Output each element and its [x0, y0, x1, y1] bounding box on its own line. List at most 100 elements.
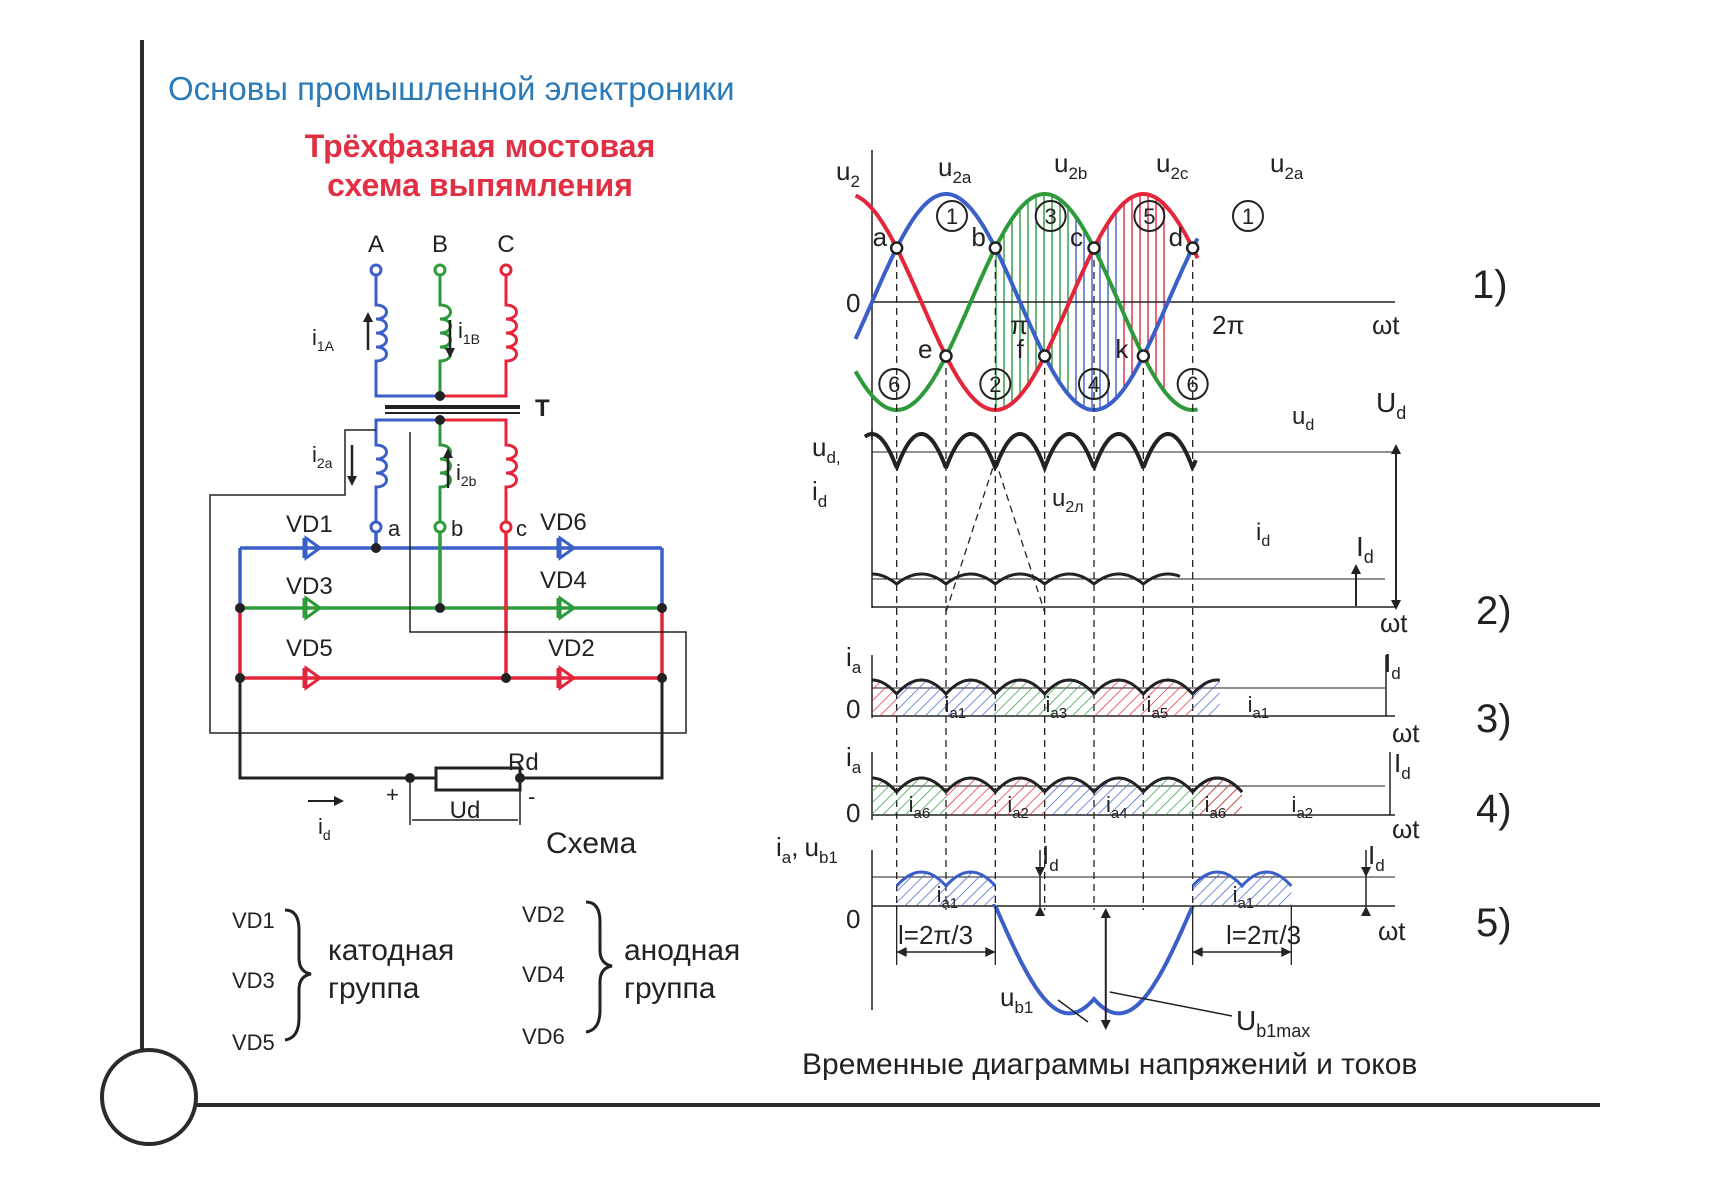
diode-label-vd2: VD2 — [548, 635, 595, 662]
phase-label-a: A — [368, 231, 384, 258]
primary-winding-c — [440, 275, 518, 398]
current-pulse-outline — [1191, 870, 1293, 889]
secondary-winding-c — [440, 418, 518, 522]
panel5-ub1-label: ub1 — [1000, 982, 1033, 1017]
panel3-Id-label: Id — [1384, 648, 1401, 683]
group-legend: VD1 VD3 VD5 катодная группа VD2 VD4 VD6 … — [232, 900, 740, 1055]
circled-number-upper-text: 5 — [1143, 204, 1155, 229]
current-pulse-fill — [1044, 778, 1144, 815]
node-load-minus — [515, 773, 525, 783]
panel-number-5: 5) — [1476, 901, 1512, 945]
circled-number-lower-text: 6 — [888, 372, 900, 397]
current-pulse-fill — [1192, 872, 1292, 906]
diode-vd5 — [302, 665, 323, 691]
panel4-pulse-label: ia6 — [1205, 792, 1227, 822]
curve-label-u2a-1: u2a — [938, 152, 972, 187]
tap-a — [369, 520, 383, 534]
diode-vd4 — [556, 595, 577, 621]
tap-label-c: c — [516, 516, 527, 541]
circled-number-upper-text: 1 — [1242, 204, 1254, 229]
panel2-x-label: ωt — [1380, 608, 1408, 638]
panel5-Id-label-1: Id — [1042, 840, 1059, 875]
timing-caption: Временные диаграммы напряжений и токов — [802, 1048, 1417, 1081]
panel1-hatched-region — [1118, 194, 1168, 396]
current-pulse-fill — [995, 680, 1094, 716]
panel-number-1: 1) — [1472, 263, 1508, 307]
circled-number-lower-text: 6 — [1187, 372, 1199, 397]
current-pulse-outline — [1197, 776, 1244, 793]
panel4-zero: 0 — [846, 798, 860, 828]
cathode-item-1: VD1 — [232, 908, 275, 933]
panel3-zero: 0 — [846, 694, 860, 724]
current-pulse-fill — [896, 872, 996, 906]
panel2-ud-curve-label: ud — [1292, 403, 1314, 434]
commutation-point-a — [889, 241, 904, 255]
panel2-Ud-label: Ud — [1376, 387, 1406, 423]
node-b — [435, 603, 445, 613]
commutation-point-c — [1087, 241, 1101, 255]
label-i1a: i1A — [312, 325, 335, 354]
arrowhead-i1b — [445, 348, 455, 358]
primary-winding-a — [374, 275, 440, 398]
panel2-u2l-label: u2л — [1052, 485, 1084, 516]
panel3-pulse-label: ia5 — [1147, 692, 1169, 722]
arrowhead-i2a — [347, 476, 357, 486]
primary-star-point — [435, 391, 445, 401]
frame-circle — [100, 1048, 198, 1146]
circled-number-upper — [936, 200, 968, 232]
schematic-caption: Схема — [546, 827, 637, 860]
current-pulse-outline — [944, 776, 1046, 795]
current-pulse-outline — [994, 678, 1096, 697]
cathode-item-2: VD3 — [232, 968, 275, 993]
terminal-a — [369, 263, 383, 277]
commutation-point-e — [939, 349, 953, 363]
id-curve — [872, 572, 1181, 586]
circled-number-lower — [1078, 368, 1110, 400]
frame-horizontal-line — [150, 1103, 1600, 1107]
diode-vd6 — [556, 535, 577, 561]
current-pulse-outline — [895, 870, 997, 889]
current-pulse-outline — [895, 678, 997, 697]
diode-vd1 — [302, 535, 323, 561]
anode-item-3: VD6 — [522, 1024, 565, 1049]
current-pulse-fill — [896, 680, 996, 716]
circled-number-lower — [979, 368, 1012, 400]
frame-vertical-line — [140, 40, 144, 1090]
panel1-2pi: 2π — [1212, 310, 1244, 340]
commutation-point-b — [988, 241, 1003, 255]
label-i2a: i2a — [312, 442, 333, 471]
panel3-pulse-label: ia3 — [1046, 692, 1068, 722]
plus-sign: + — [386, 782, 399, 807]
label-i2b: i2b — [456, 460, 477, 489]
current-pulse-outline — [1092, 678, 1194, 697]
panel5-interval-2: l=2π/3 — [1226, 920, 1301, 950]
phase-label-b: B — [432, 231, 448, 258]
diode-label-vd3: VD3 — [286, 573, 333, 600]
ud-curve — [863, 432, 1198, 474]
panel3-y-label: ia — [846, 642, 862, 677]
current-pulse-outline — [1191, 678, 1220, 695]
panel4-Id-label: Id — [1394, 748, 1411, 783]
circled-number-lower-text: 2 — [989, 372, 1001, 397]
circled-number-upper-text: 3 — [1045, 204, 1057, 229]
current-pulse-fill — [1198, 778, 1242, 815]
arrowhead-i2b — [443, 448, 453, 458]
label-i1b: i1B — [458, 318, 480, 347]
node-cathode-left-1 — [235, 603, 245, 613]
point-label-d: d — [1169, 222, 1183, 252]
tap-c — [499, 520, 513, 534]
point-label-c: c — [1070, 222, 1083, 252]
current-pulse-fill — [1192, 680, 1220, 716]
schematic: A B C i1A i1B T i2 — [209, 231, 687, 860]
panel2-id-curve-label: id — [1256, 519, 1270, 550]
terminal-b — [433, 263, 447, 277]
current-pulse-fill — [946, 778, 1045, 815]
panel-number-3: 3) — [1476, 697, 1512, 741]
diode-label-vd6: VD6 — [540, 509, 587, 536]
current-path — [209, 429, 687, 734]
anode-brace — [585, 900, 613, 1034]
page-header: Основы промышленной электроники — [168, 70, 735, 107]
point-label-f: f — [1017, 334, 1025, 364]
